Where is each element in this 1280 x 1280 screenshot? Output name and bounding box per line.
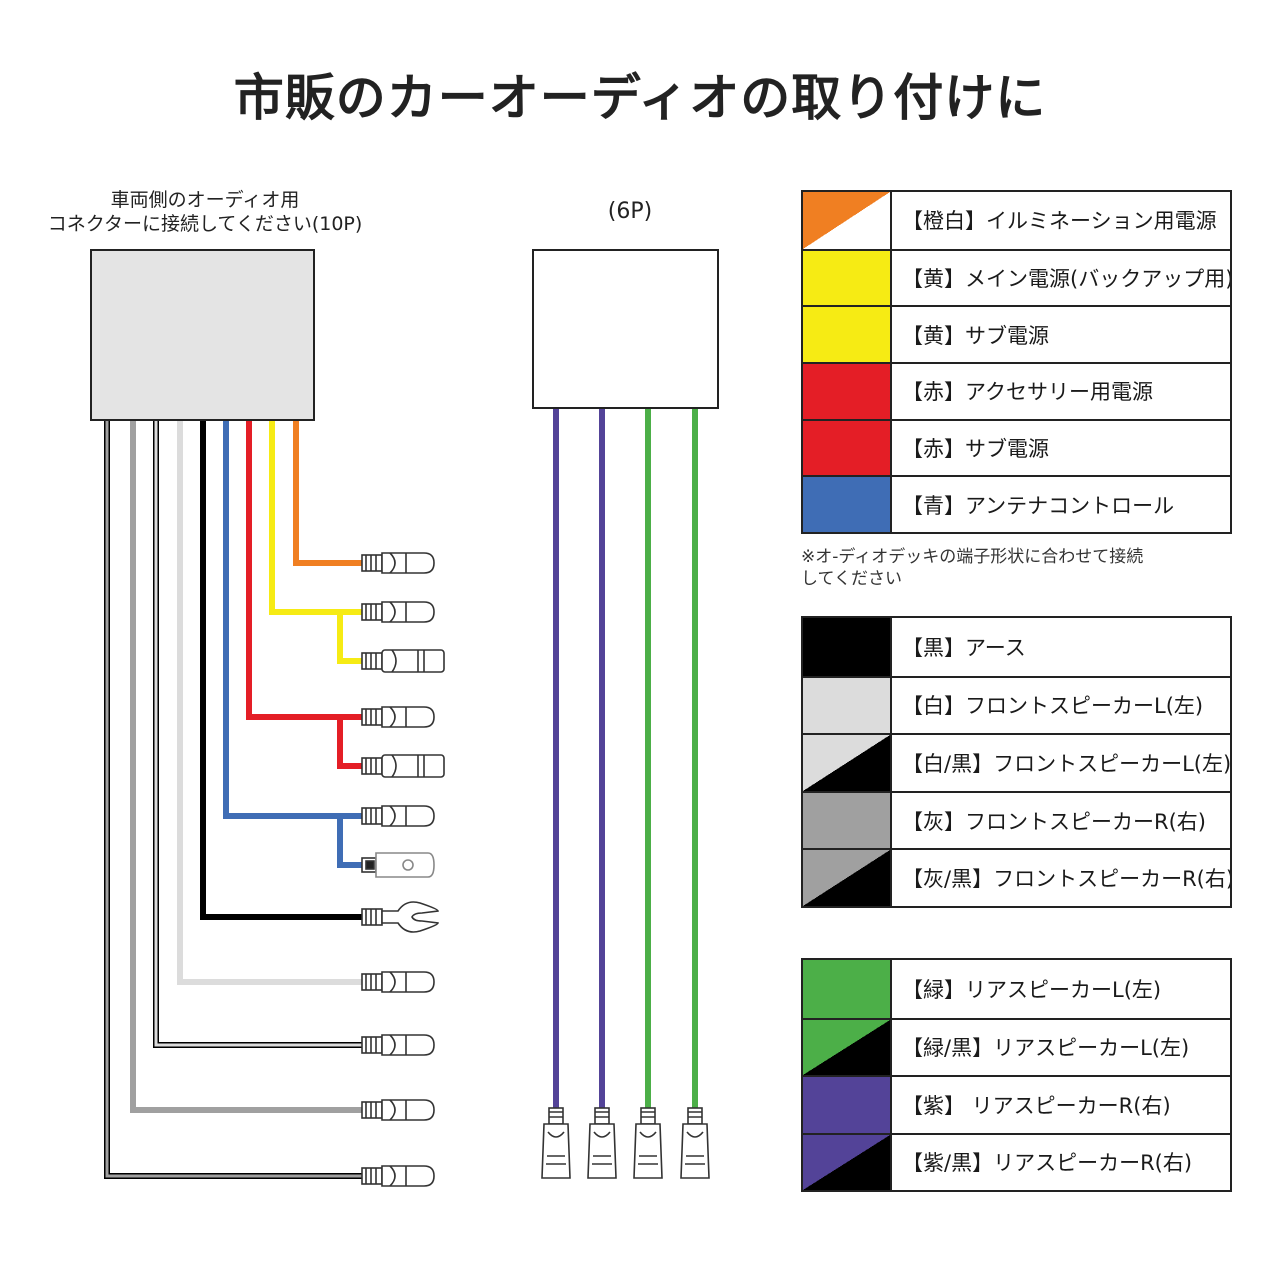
- legend-row: 【黄】サブ電源: [803, 305, 1230, 363]
- wire-blue: [223, 421, 362, 868]
- wire-gray: [130, 421, 362, 1113]
- wire-color-swatch: [803, 1077, 892, 1133]
- wire-color-swatch: [803, 677, 892, 734]
- connector-10p: [90, 249, 315, 421]
- wire-color-swatch: [803, 307, 892, 363]
- wire-color-swatch: [803, 618, 892, 676]
- wire-color-swatch: [803, 1019, 892, 1075]
- legend-row: 【白/黒】フロントスピーカーL(左): [803, 733, 1230, 791]
- legend-label: 【緑/黒】リアスピーカーL(左): [902, 1036, 1190, 1061]
- wires-6p: [541, 408, 710, 1179]
- wire-color-swatch: [803, 1134, 892, 1190]
- legend-row: 【紫】 リアスピーカーR(右): [803, 1075, 1230, 1133]
- legend-row: 【白】フロントスピーカーL(左): [803, 675, 1230, 734]
- legend-label: 【灰/黒】フロントスピーカーR(右): [902, 867, 1230, 892]
- female-spade-terminal-icon: [361, 971, 435, 993]
- wire-color-swatch: [803, 192, 892, 249]
- legend-row: 【赤】アクセサリー用電源: [803, 362, 1230, 419]
- wire-white-black: [153, 421, 362, 1048]
- bullet-terminal-icon: [361, 754, 445, 778]
- legend-label: 【灰】フロントスピーカーR(右): [902, 809, 1206, 834]
- female-spade-terminal-icon: [361, 1165, 435, 1187]
- legend-label: 【緑】リアスピーカーL(左): [902, 977, 1162, 1002]
- wire-color-swatch: [803, 792, 892, 849]
- page-title: 市販のカーオーディオの取り付けに: [233, 69, 1047, 127]
- legend-row: 【灰】フロントスピーカーR(右): [803, 790, 1230, 849]
- legend-row: 【黒】アース: [803, 618, 1230, 676]
- legend-label: 【白】フロントスピーカーL(左): [902, 694, 1204, 719]
- fork-terminal-icon: [361, 901, 439, 933]
- legend-label: 【橙白】イルミネーション用電源: [902, 209, 1217, 234]
- legend-row: 【橙白】イルミネーション用電源: [803, 192, 1230, 249]
- wire-yellow: [269, 421, 362, 664]
- legend-label: 【紫/黒】リアスピーカーR(右): [902, 1151, 1193, 1176]
- connector-10p-label-line-1: 車両側のオーディオ用: [110, 189, 300, 211]
- legend-label: 【黄】メイン電源(バックアップ用): [902, 267, 1230, 292]
- wire-black: [200, 421, 362, 920]
- wire-color-swatch: [803, 850, 892, 906]
- connector-6p: [532, 249, 719, 409]
- bullet-terminal-icon: [361, 649, 445, 673]
- female-spade-terminal-icon: [361, 706, 435, 728]
- legend-label: 【白/黒】フロントスピーカーL(左): [902, 751, 1230, 776]
- legend-label: 【黄】サブ電源: [902, 323, 1049, 348]
- terminal-note: ※オ-ディオデッキの端子形状に合わせて接続 してください: [801, 546, 1221, 590]
- legend-row: 【黄】メイン電源(バックアップ用): [803, 248, 1230, 306]
- connector-6p-label: (6P): [607, 199, 653, 224]
- legend-label: 【紫】 リアスピーカーR(右): [902, 1093, 1171, 1118]
- female-spade-terminal-icon: [633, 1107, 663, 1179]
- female-spade-terminal-icon: [361, 805, 435, 827]
- terminal-note-line-1: ※オ-ディオデッキの端子形状に合わせて接続: [801, 547, 1144, 567]
- terminal-note-line-2: してください: [801, 569, 902, 589]
- connector-10p-label: 車両側のオーディオ用 コネクターに接続してください(10P): [20, 188, 390, 236]
- female-spade-terminal-icon: [541, 1107, 571, 1179]
- legend-row: 【青】アンテナコントロール: [803, 475, 1230, 533]
- legend-label: 【黒】アース: [902, 635, 1026, 660]
- female-spade-terminal-icon: [361, 601, 435, 623]
- connector-10p-label-line-2: コネクターに接続してください(10P): [47, 213, 363, 235]
- wire-color-swatch: [803, 735, 892, 791]
- male-spade-terminal-icon: [361, 852, 435, 878]
- legend-rear-speakers: 【緑】リアスピーカーL(左) 【緑/黒】リアスピーカーL(左) 【紫】 リアスピーカ…: [801, 958, 1232, 1192]
- wire-color-swatch: [803, 250, 892, 306]
- legend-row: 【緑/黒】リアスピーカーL(左): [803, 1017, 1230, 1075]
- legend-row: 【灰/黒】フロントスピーカーR(右): [803, 848, 1230, 906]
- wire-color-swatch: [803, 477, 892, 533]
- female-spade-terminal-icon: [361, 552, 435, 574]
- female-spade-terminal-icon: [361, 1099, 435, 1121]
- female-spade-terminal-icon: [587, 1107, 617, 1179]
- legend-row: 【紫/黒】リアスピーカーR(右): [803, 1132, 1230, 1190]
- female-spade-terminal-icon: [361, 1034, 435, 1056]
- wires-10p: [104, 421, 445, 1187]
- legend-row: 【赤】サブ電源: [803, 418, 1230, 476]
- legend-front-speakers: 【黒】アース【白】フロントスピーカーL(左) 【白/黒】フロントスピーカーL(左)…: [801, 616, 1232, 908]
- female-spade-terminal-icon: [680, 1107, 710, 1179]
- wire-color-swatch: [803, 960, 892, 1018]
- wire-orange: [293, 421, 362, 566]
- legend-label: 【赤】アクセサリー用電源: [902, 380, 1153, 405]
- legend-power: 【橙白】イルミネーション用電源【黄】メイン電源(バックアップ用)【黄】サブ電源【…: [801, 190, 1232, 535]
- wire-white: [177, 421, 362, 985]
- legend-label: 【赤】サブ電源: [902, 437, 1049, 462]
- legend-label: 【青】アンテナコントロール: [902, 493, 1175, 518]
- wire-color-swatch: [803, 364, 892, 419]
- legend-row: 【緑】リアスピーカーL(左): [803, 960, 1230, 1018]
- wire-color-swatch: [803, 420, 892, 476]
- wire-gray-black: [104, 421, 362, 1179]
- wire-red: [246, 421, 362, 769]
